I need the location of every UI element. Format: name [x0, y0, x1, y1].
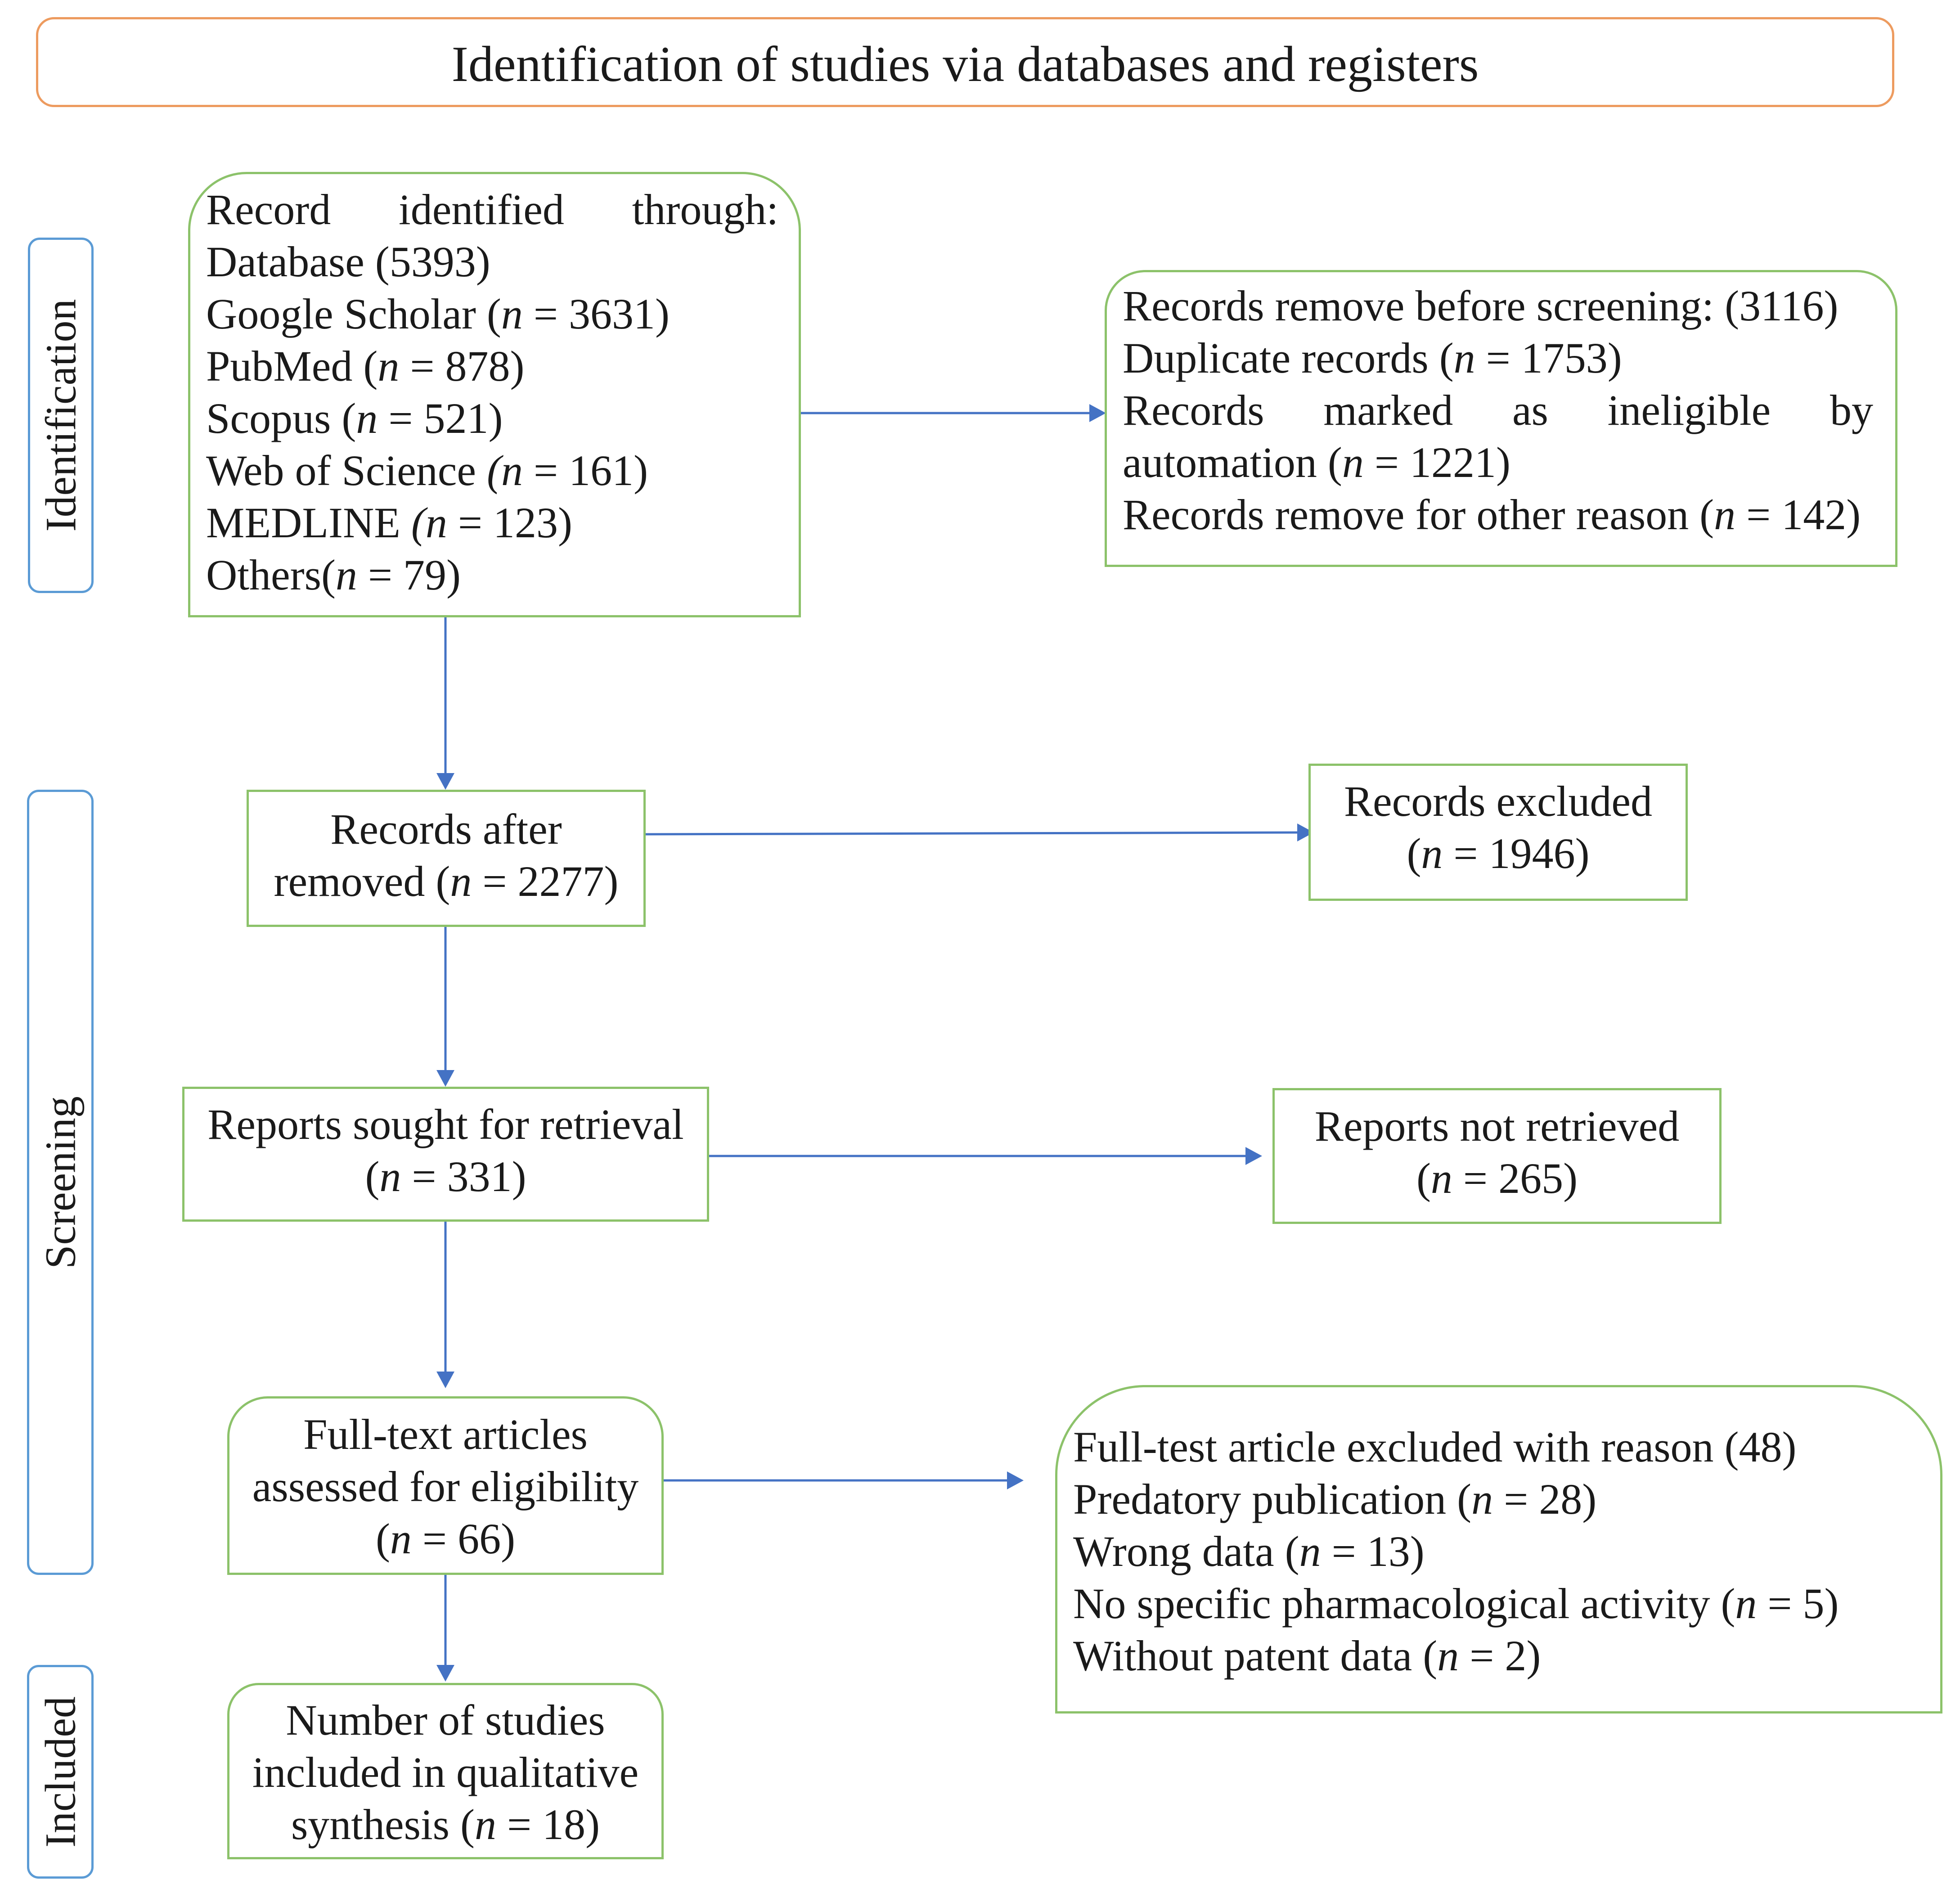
sought-line1: Reports sought for retrieval: [207, 1100, 684, 1148]
excluded-box: [1308, 764, 1688, 901]
reason-predatory: Predatory publication (n = 28): [1073, 1475, 1597, 1523]
source-scopus: Scopus (n = 521): [206, 394, 503, 442]
phase-identification-label: Identification: [36, 299, 85, 532]
source-medline: MEDLINE (n = 123): [206, 499, 572, 547]
sought-count: (n = 331): [365, 1152, 526, 1201]
source-others: Others(n = 79): [206, 551, 461, 599]
arrow-after-removed-to-excluded: [645, 831, 1308, 836]
phase-included-label: Included: [36, 1696, 85, 1848]
removed-automation-line1: Records marked as ineligible by: [1123, 386, 1873, 434]
included-box: [227, 1683, 664, 1859]
reason-no-activity: No specific pharmacological activity (n …: [1073, 1579, 1839, 1628]
reason-wrong-data: Wrong data (n = 13): [1073, 1527, 1425, 1575]
not-retrieved-line1: Reports not retrieved: [1314, 1102, 1680, 1150]
identified-box: [188, 172, 801, 617]
diagram-title: Identification of studies via databases …: [451, 36, 1479, 92]
identified-line1: Record identified through:: [206, 185, 778, 234]
after-removed-line1: Records after: [330, 805, 562, 853]
removed-automation: automation (n = 1221): [1123, 438, 1510, 486]
removed-before-box: [1105, 270, 1897, 567]
source-web-of-science: Web of Science (n = 161): [206, 446, 648, 495]
sought-box: [182, 1087, 709, 1222]
excluded-line1: Records excluded: [1344, 777, 1653, 825]
fulltext-line2: assessed for eligibility: [252, 1462, 639, 1511]
source-pubmed: PubMed (n = 878): [206, 342, 525, 390]
after-removed-line2: removed (n = 2277): [274, 857, 619, 905]
fulltext-excluded-line1: Full-test article excluded with reason (…: [1073, 1423, 1797, 1471]
sought-text: Reports sought for retrieval (n = 331): [182, 1098, 709, 1203]
phase-identification: Identification: [28, 238, 94, 593]
after-removed-text: Records after removed (n = 2277): [247, 803, 646, 908]
removed-duplicate: Duplicate records (n = 1753): [1123, 334, 1622, 382]
phase-screening-label: Screening: [36, 1096, 85, 1269]
identified-line2: Database (5393): [206, 238, 490, 286]
included-line3: synthesis (n = 18): [291, 1800, 600, 1849]
not-retrieved-text: Reports not retrieved (n = 265): [1272, 1100, 1722, 1205]
identified-text: Record identified through: Database (539…: [206, 184, 778, 601]
removed-before-text: Records remove before screening: (3116) …: [1123, 280, 1873, 541]
fulltext-line1: Full-text articles: [303, 1410, 588, 1458]
excluded-count: (n = 1946): [1407, 829, 1590, 877]
not-retrieved-count: (n = 265): [1416, 1154, 1578, 1202]
removed-other: Records remove for other reason (n = 142…: [1123, 490, 1861, 539]
fulltext-excluded-text: Full-test article excluded with reason (…: [1073, 1421, 1928, 1682]
removed-before-line1: Records remove before screening: (3116): [1123, 282, 1839, 330]
fulltext-count: (n = 66): [375, 1515, 516, 1563]
included-line2: included in qualitative: [252, 1748, 639, 1796]
included-text: Number of studies included in qualitativ…: [227, 1694, 664, 1851]
fulltext-text: Full-text articles assessed for eligibil…: [227, 1408, 664, 1565]
fulltext-excluded-box: [1055, 1385, 1942, 1714]
phase-included: Included: [27, 1665, 94, 1879]
excluded-text: Records excluded (n = 1946): [1308, 775, 1688, 880]
source-google-scholar: Google Scholar (n = 3631): [206, 290, 670, 338]
included-line1: Number of studies: [286, 1696, 605, 1744]
title-box: [36, 17, 1894, 107]
not-retrieved-box: [1272, 1088, 1722, 1224]
fulltext-box: [227, 1396, 664, 1575]
after-removed-box: [247, 790, 646, 927]
phase-screening: Screening: [27, 790, 94, 1575]
reason-no-patent: Without patent data (n = 2): [1073, 1632, 1541, 1680]
